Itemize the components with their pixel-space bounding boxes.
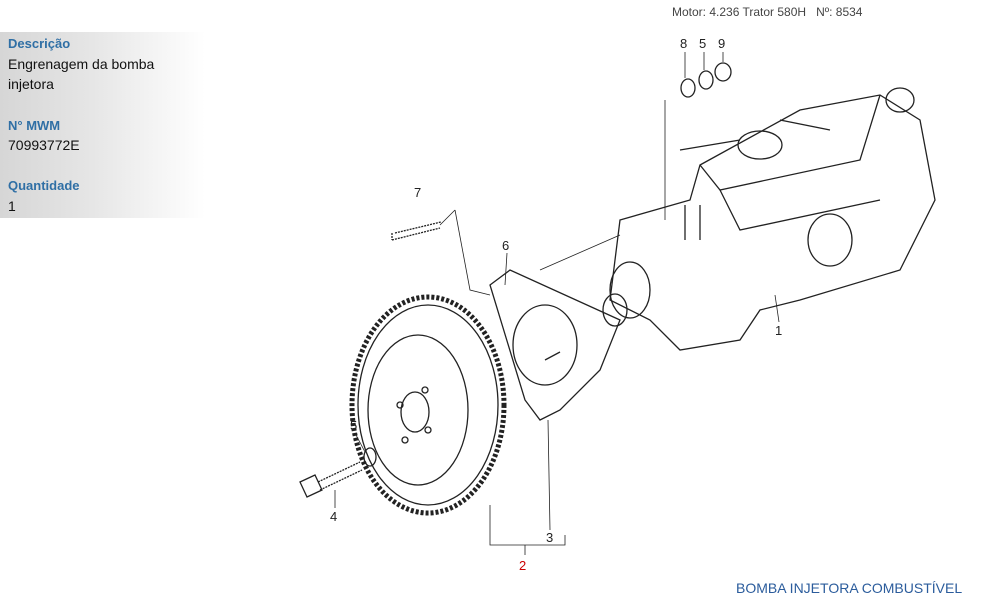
callout-8[interactable]: 8 bbox=[680, 36, 687, 51]
callout-5[interactable]: 5 bbox=[350, 418, 357, 433]
washer-5 bbox=[698, 70, 714, 90]
callout-2-selected[interactable]: 2 bbox=[519, 558, 526, 573]
quantity-label: Quantidade bbox=[8, 178, 80, 193]
description-value: Engrenagem da bomba injetora bbox=[8, 56, 155, 92]
section-title: BOMBA INJETORA COMBUSTÍVEL bbox=[736, 580, 963, 596]
callout-1[interactable]: 1 bbox=[775, 323, 782, 338]
callout-6[interactable]: 6 bbox=[502, 238, 509, 253]
part-details-panel: Descrição Engrenagem da bomba injetora N… bbox=[0, 32, 205, 218]
bolt bbox=[299, 447, 377, 498]
injection-pump bbox=[602, 87, 936, 351]
mwm-label: N° MWM bbox=[8, 118, 61, 133]
quantity-value: 1 bbox=[8, 198, 16, 214]
mwm-value: 70993772E bbox=[8, 137, 80, 153]
motor-info: Motor: 4.236 Trator 580H Nº: 8534 bbox=[672, 5, 863, 19]
callout-9[interactable]: 9 bbox=[718, 36, 725, 51]
callout-5-top[interactable]: 5 bbox=[699, 36, 706, 51]
gasket bbox=[489, 269, 621, 421]
callout-3[interactable]: 3 bbox=[546, 530, 553, 545]
nut-9 bbox=[714, 62, 732, 82]
callout-4[interactable]: 4 bbox=[330, 509, 337, 524]
callout-7[interactable]: 7 bbox=[414, 185, 421, 200]
stud bbox=[391, 221, 442, 241]
washer-8 bbox=[680, 78, 696, 98]
description-label: Descrição bbox=[8, 36, 71, 51]
gear bbox=[349, 294, 507, 516]
